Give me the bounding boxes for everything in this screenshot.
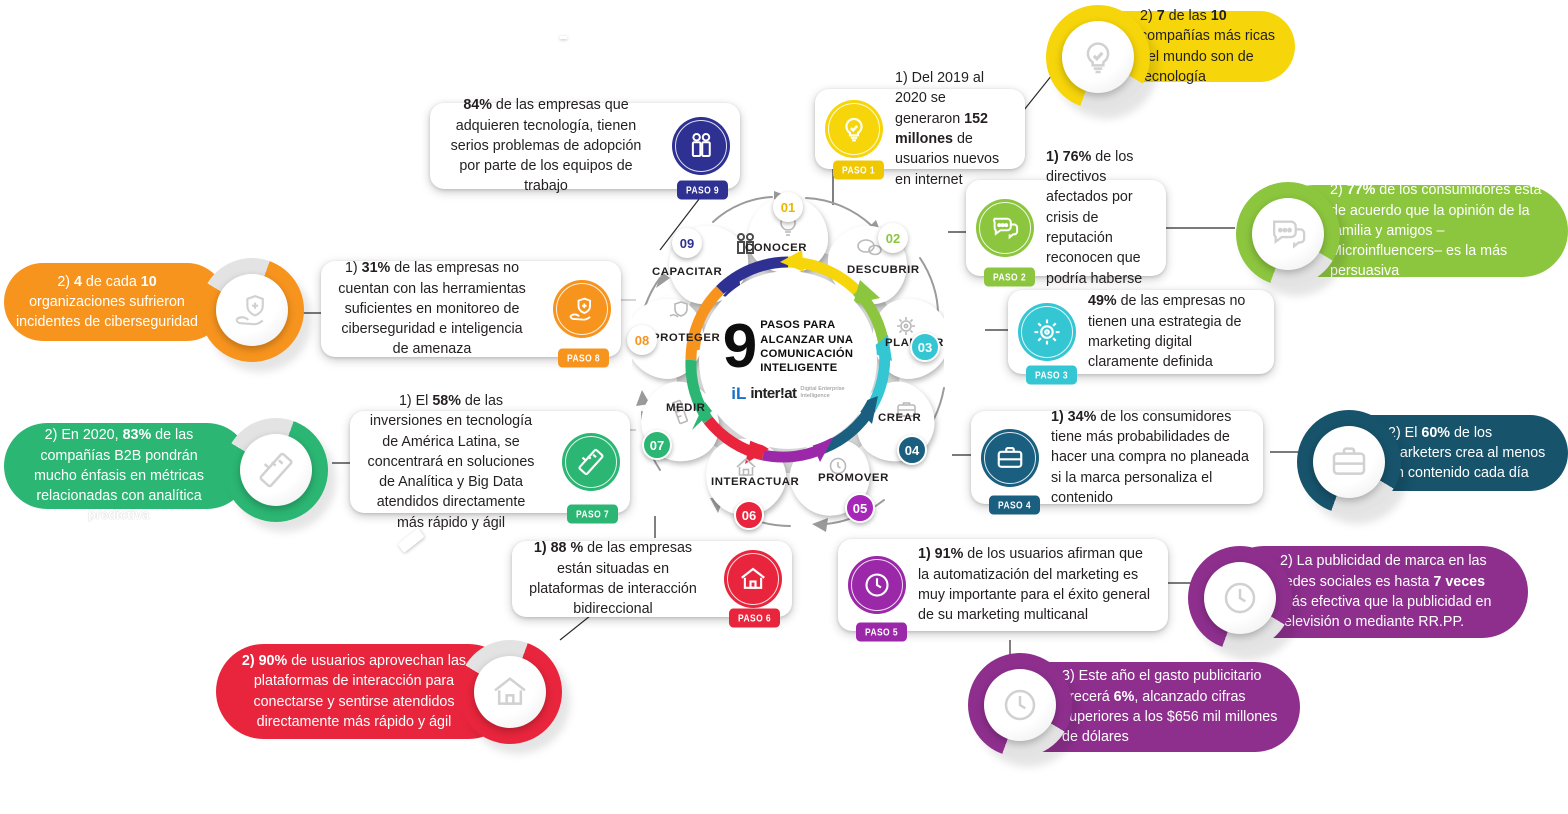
pill-paso-2b-text: 2) 77% de los consumidores está de acuer…	[1330, 182, 1542, 280]
ruler-icon	[259, 452, 293, 488]
pill-paso-5c-text: 3) Este año el gasto publicitario crecer…	[1062, 668, 1278, 746]
wheel-center-disc: 9 PASOS PARA ALCANZAR UNA COMUNICACIÓN I…	[699, 271, 877, 449]
center-headline: 9 PASOS PARA ALCANZAR UNA COMUNICACIÓN I…	[722, 312, 854, 382]
card-paso-3-text: 49% de las empresas no tienen una estrat…	[1088, 293, 1246, 371]
card-paso-1-tag: PASO 1	[833, 160, 884, 180]
donut-shield-orange	[200, 258, 312, 372]
interlat-logo: iL inter!at Digital Enterprise Intellige…	[731, 385, 845, 402]
step-badge-01[interactable]: 01	[773, 192, 803, 222]
card-paso-9[interactable]: 84% de las empresas que adquieren tecnol…	[430, 97, 740, 200]
card-paso-3-tag: PASO 3	[1026, 365, 1077, 385]
petal-label-promover: PROMOVER	[818, 472, 889, 484]
step-badge-05[interactable]: 05	[845, 493, 875, 523]
pill-paso-7b[interactable]: 2) En 2020, 83% de las compañías B2B pon…	[4, 423, 250, 509]
card-paso-5-text: 1) 91% de los usuarios afirman que la au…	[918, 546, 1151, 624]
gear-icon	[1018, 303, 1076, 361]
step-badge-02[interactable]: 02	[878, 223, 908, 253]
donut-briefcase-teal	[1297, 410, 1409, 524]
pill-paso-7b-text: 2) En 2020, 83% de las compañías B2B pon…	[33, 427, 205, 505]
petal-label-descubrir: DESCUBRIR	[847, 264, 920, 276]
donut-clock-purple-b	[968, 653, 1080, 767]
card-paso-7-text: 1) El 58% de las inversiones en tecnolog…	[367, 392, 535, 531]
step-badge-04[interactable]: 04	[897, 435, 927, 465]
card-paso-5[interactable]: 1) 91% de los usuarios afirman que la au…	[838, 539, 1168, 642]
center-tagline: PASOS PARA ALCANZAR UNA COMUNICACIÓN INT…	[760, 318, 853, 375]
card-paso-6-text: 1) 88 % de las empresas están situadas e…	[529, 540, 697, 618]
card-paso-2-tag: PASO 2	[984, 267, 1035, 287]
card-paso-6-tag: PASO 6	[729, 608, 780, 628]
card-paso-4-text: 1) 34% de los consumidores tiene más pro…	[1051, 408, 1249, 506]
lightbulb-check-icon	[1086, 42, 1110, 74]
pill-paso-5b-text: 2) La publicidad de marca en las redes s…	[1280, 553, 1492, 631]
pill-paso-8b-text: 2) 4 de cada 10 organizaciones sufrieron…	[16, 273, 199, 331]
center-line-3: COMUNICACIÓN	[760, 348, 854, 360]
petal-label-medir: MEDIR	[666, 402, 706, 414]
card-paso-7[interactable]: 1) El 58% de las inversiones en tecnolog…	[350, 393, 630, 531]
pill-paso-4b-text: 2) El 60% de los marketers crea al menos…	[1388, 424, 1546, 482]
petal-label-interactuar: INTERACTUAR	[711, 476, 800, 488]
card-paso-6[interactable]: 1) 88 % de las empresas están situadas e…	[512, 540, 792, 628]
step-badge-07[interactable]: 07	[642, 430, 672, 460]
interlat-logo-mark: iL	[731, 383, 747, 403]
pill-paso-5c[interactable]: 3) Este año el gasto publicitario crecer…	[1000, 662, 1300, 752]
shield-hand-icon	[553, 280, 611, 338]
card-paso-8-text: 1) 31% de las empresas no cuentan con la…	[338, 260, 526, 358]
donut-chat-green	[1236, 182, 1348, 296]
interlat-logo-word: inter!at	[750, 384, 797, 402]
briefcase-icon	[981, 428, 1039, 487]
big-number-nine: 9	[722, 312, 758, 382]
card-paso-8[interactable]: 1) 31% de las empresas no cuentan con la…	[321, 260, 621, 368]
card-paso-4[interactable]: 1) 34% de los consumidores tiene más pro…	[971, 409, 1263, 515]
pill-paso-1b-text: 2) 7 de las 10 compañías más ricas del m…	[1140, 7, 1276, 85]
step-badge-09[interactable]: 09	[672, 228, 702, 258]
card-paso-9-text: 84% de las empresas que adquieren tecnol…	[450, 97, 642, 195]
house-icon	[724, 550, 782, 608]
nine-steps-wheel: CONOCER DESCUBRIR PLANEAR CREAR PROMOVER…	[626, 180, 950, 540]
people-icon	[672, 117, 730, 175]
card-paso-4-tag: PASO 4	[989, 495, 1040, 515]
lightbulb-check-icon	[825, 100, 883, 158]
card-paso-3[interactable]: 49% de las empresas no tienen una estrat…	[1008, 290, 1274, 385]
stray-text-predictiva: predictiva	[88, 507, 150, 522]
center-line-4: INTELIGENTE	[760, 362, 838, 375]
interlat-logo-tagline: Digital Enterprise Intelligence	[800, 386, 844, 400]
step-badge-06[interactable]: 06	[734, 500, 764, 530]
clock-icon	[848, 556, 906, 614]
card-paso-1[interactable]: 1) Del 2019 al 2020 se generaron 152 mil…	[815, 70, 1025, 188]
card-paso-5-tag: PASO 5	[856, 622, 907, 642]
donut-clock-purple-a	[1188, 546, 1300, 660]
stray-mark-2	[560, 36, 567, 39]
briefcase-icon	[1332, 447, 1366, 475]
step-badge-03[interactable]: 03	[910, 332, 940, 362]
donut-house-red	[458, 640, 570, 754]
clock-icon	[1004, 689, 1036, 721]
card-paso-1-text: 1) Del 2019 al 2020 se generaron 152 mil…	[895, 70, 1000, 188]
petal-label-capacitar: CAPACITAR	[652, 266, 723, 278]
ruler-icon	[562, 433, 620, 491]
donut-lightbulb-yellow	[1046, 5, 1158, 119]
logo-sub-line-2: Intelligence	[800, 393, 830, 400]
chat-bubbles-icon	[1273, 220, 1306, 249]
clock-icon	[1224, 582, 1256, 614]
card-paso-8-tag: PASO 8	[558, 348, 609, 368]
logo-sub-line-1: Digital Enterprise	[800, 386, 845, 393]
pill-paso-6b-text: 2) 90% de usuarios aprovechan las plataf…	[241, 652, 467, 730]
shield-hand-icon	[235, 295, 264, 326]
petal-label-conocer: CONOCER	[745, 242, 808, 254]
card-paso-7-tag: PASO 7	[567, 504, 618, 524]
card-paso-2[interactable]: 1) 76% de los directivos afectados por c…	[966, 149, 1166, 307]
card-paso-9-tag: PASO 9	[677, 180, 728, 200]
donut-ruler-green	[224, 418, 336, 532]
chat-bubbles-icon	[976, 199, 1034, 257]
house-icon	[494, 677, 526, 705]
step-badge-08[interactable]: 08	[627, 325, 657, 355]
pill-paso-8b[interactable]: 2) 4 de cada 10 organizaciones sufrieron…	[4, 263, 226, 341]
center-line-1: PASOS PARA	[760, 319, 836, 332]
petal-label-proteger: PROTEGER	[652, 332, 721, 344]
petal-label-crear: CREAR	[878, 412, 922, 424]
center-line-2: ALCANZAR UNA	[760, 333, 854, 346]
